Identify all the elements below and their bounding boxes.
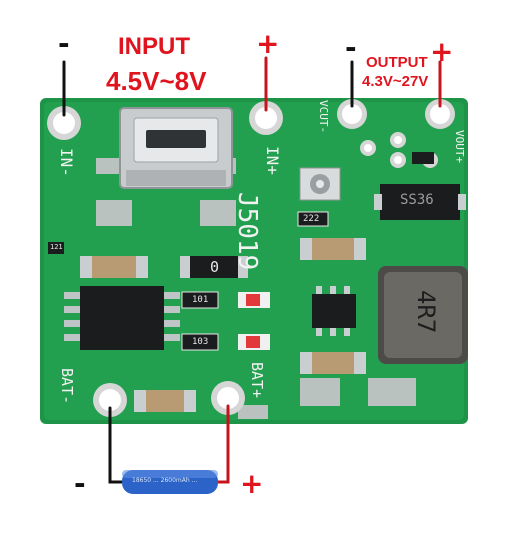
capacitors xyxy=(80,238,366,412)
input-plus-sign: + xyxy=(256,27,280,60)
silk-in-plus: IN+ xyxy=(263,146,282,175)
input-range: 4.5V~8V xyxy=(106,66,207,96)
output-title: OUTPUT xyxy=(366,54,428,71)
output-minus-sign: - xyxy=(345,31,357,64)
diode-ss36 xyxy=(374,184,466,220)
battery-cell xyxy=(122,470,218,494)
silk-bat-minus: BAT- xyxy=(58,368,76,405)
inductor xyxy=(378,266,468,364)
inductor-marking: 4R7 xyxy=(412,290,440,334)
leds xyxy=(238,292,270,350)
resistor-101-marking: 101 xyxy=(192,295,209,305)
input-minus-sign: - xyxy=(58,27,70,60)
output-range: 4.3V~27V xyxy=(362,73,429,90)
resistor-222-marking: 222 xyxy=(303,214,320,224)
silk-model: J5019 xyxy=(232,192,262,271)
silk-vcut: VCUT- xyxy=(317,100,330,134)
resistor-121-marking: 121 xyxy=(50,243,63,251)
diode-marking: SS36 xyxy=(400,192,434,208)
resistor-zero-marking: 0 xyxy=(210,258,220,276)
small-resistors xyxy=(48,152,434,351)
wires xyxy=(62,56,442,484)
potentiometer xyxy=(299,167,341,201)
micro-usb-port xyxy=(119,107,233,189)
battery-plus-sign: + xyxy=(240,467,264,500)
ic-chip-left xyxy=(64,286,180,350)
battery-print: 18650 ... 2600mAh ... xyxy=(132,477,198,484)
resistor-103-marking: 103 xyxy=(192,337,209,347)
silk-vout: VOUT+ xyxy=(453,130,466,164)
silk-in-minus: IN- xyxy=(57,148,76,177)
battery-minus-sign: - xyxy=(74,467,86,500)
output-plus-sign: + xyxy=(430,35,454,68)
resistor-zero xyxy=(180,256,248,278)
silk-bat-plus: BAT+ xyxy=(248,362,266,399)
input-title: INPUT xyxy=(118,33,190,60)
mosfet-chip xyxy=(312,286,356,336)
